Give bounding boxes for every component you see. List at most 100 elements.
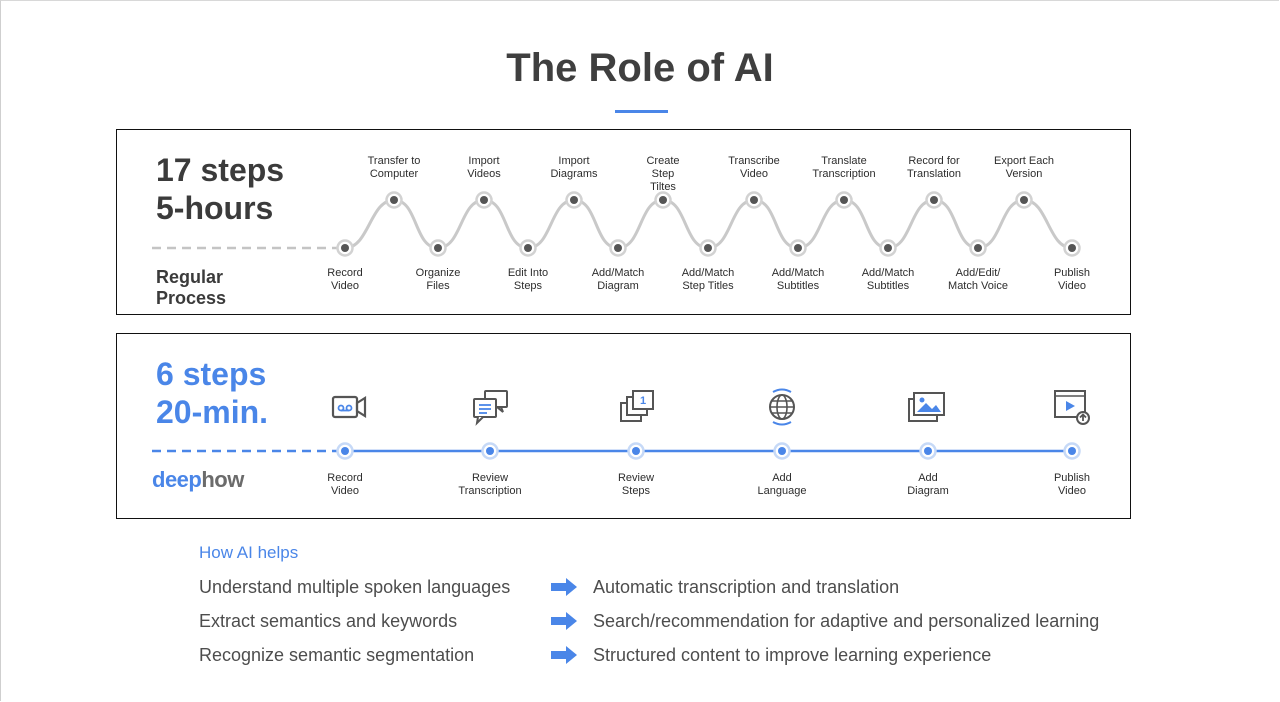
label-line: Record [327, 472, 363, 484]
label-line: Create [646, 155, 680, 167]
helps-row-1-capability: Understand multiple spoken languages [199, 577, 511, 597]
regular-node-top-1-dot [390, 196, 398, 204]
regular-node-bottom-1-dot [341, 244, 349, 252]
label-line: Edit Into [507, 267, 549, 279]
label-line: Video [331, 280, 359, 292]
right-arrow-icon [551, 646, 577, 664]
ai-step-nodes [336, 442, 1081, 460]
regular-bottom-step-label: Add/Edit/Match Voice [923, 267, 1033, 293]
label-line: Files [426, 280, 450, 292]
label-line: Video [740, 168, 768, 180]
regular-duration: 5-hours [156, 190, 274, 226]
label-line: Review [617, 472, 655, 484]
right-arrow-icon [551, 578, 577, 596]
label-line: Add/Match [771, 267, 825, 279]
ai-node-5-dot [924, 447, 932, 455]
label-line: Add/Edit/ [955, 267, 1001, 279]
label-line: Review [471, 472, 509, 484]
regular-node-top-3-dot [570, 196, 578, 204]
label-line: Transcription [458, 485, 522, 497]
regular-node-top-8-dot [1020, 196, 1028, 204]
regular-node-bottom-7-dot [884, 244, 892, 252]
label-line: Export Each [994, 155, 1054, 167]
label-line: Publish [1053, 472, 1091, 484]
label-line: Record [327, 267, 363, 279]
label-line: Add [772, 472, 792, 484]
label-line: Diagrams [550, 168, 598, 180]
label-line: Video [1058, 485, 1086, 497]
label-line: Transcription [812, 168, 876, 180]
image-stack-icon [908, 392, 945, 422]
label-line: Diagram [907, 485, 949, 497]
stacked-steps-icon: 1 [620, 390, 654, 422]
ai-steps-count: 6 steps [156, 356, 267, 392]
regular-node-bottom-3-dot [524, 244, 532, 252]
how-ai-helps-title: How AI helps [199, 543, 299, 562]
label-line: Transfer to [367, 155, 421, 167]
video-camera-icon [331, 395, 367, 419]
svg-text:1: 1 [640, 395, 646, 407]
ai-node-1-dot [341, 447, 349, 455]
regular-node-top-4-dot [659, 196, 667, 204]
regular-node-top-2-dot [480, 196, 488, 204]
label-line: Computer [369, 168, 419, 180]
label-line: Add/Match [681, 267, 735, 279]
ai-process-panel [116, 333, 1131, 519]
label-line: Subtitles [776, 280, 820, 292]
label-line: Steps [621, 485, 651, 497]
regular-node-bottom-4-dot [614, 244, 622, 252]
regular-node-bottom-5-dot [704, 244, 712, 252]
regular-node-bottom-9-dot [1068, 244, 1076, 252]
label-line: Language [757, 485, 807, 497]
label-line: Diagram [597, 280, 639, 292]
regular-label-line1: Regular [156, 267, 224, 287]
regular-node-bottom-8-dot [974, 244, 982, 252]
helps-row-1-benefit: Automatic transcription and translation [593, 577, 900, 597]
label-line: Translation [906, 168, 961, 180]
regular-label-line2: Process [156, 288, 227, 308]
logo-part-how: how [201, 467, 244, 492]
page-title: The Role of AI [506, 46, 774, 90]
regular-process-panel [116, 129, 1131, 315]
helps-row-3-capability: Recognize semantic segmentation [199, 645, 475, 665]
chat-bubbles-icon [473, 390, 508, 426]
label-line: Video [1058, 280, 1086, 292]
label-line: Video [331, 485, 359, 497]
globe-icon [769, 388, 795, 426]
regular-node-bottom-2-dot [434, 244, 442, 252]
ai-node-4-dot [778, 447, 786, 455]
regular-node-top-5-dot [750, 196, 758, 204]
label-line: Import [468, 155, 500, 167]
deephow-logo: deephow [152, 467, 244, 493]
right-arrow-icon [551, 612, 577, 630]
label-line: Transcribe [728, 155, 780, 167]
regular-step-nodes [336, 191, 1081, 257]
label-line: Step [651, 168, 675, 180]
helps-row-3-benefit: Structured content to improve learning e… [593, 645, 992, 665]
regular-process-label: Regular Process [156, 267, 226, 309]
label-line: Publish [1053, 267, 1091, 279]
label-line: Match Voice [948, 280, 1008, 292]
label-line: Add [918, 472, 938, 484]
logo-part-deep: deep [152, 467, 202, 492]
title-underline [615, 110, 668, 113]
label-line: Subtitles [866, 280, 910, 292]
regular-steps-count: 17 steps [156, 152, 285, 188]
label-line: Import [558, 155, 590, 167]
